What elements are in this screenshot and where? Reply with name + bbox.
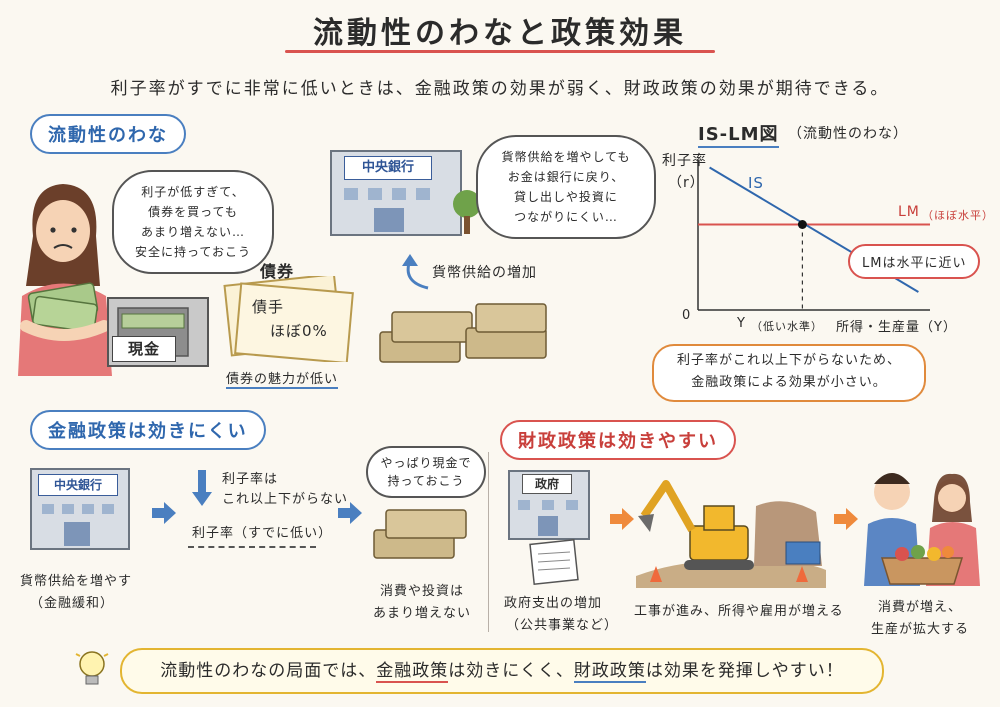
bond-caption: 債券の魅力が低い [226,368,339,389]
bond-card-text: 債手 [252,298,285,316]
thought-line: 債券を買っても [148,205,238,219]
trap-heading: 流動性のわな [30,114,186,154]
rate-floor-label: 利子率（すでに低い） [192,526,333,541]
rate-text: 利子率は [222,472,279,487]
x-equilibrium-note: （低い水準） [751,320,823,333]
summary-text: 流動性のわなの局面では、 [160,661,377,681]
page-subtitle: 利子率がすでに非常に低いときは、金融政策の効果が弱く、財政政策の効果が期待できる… [110,79,890,99]
thought-line: 利子が低すぎて、 [141,185,245,199]
thought-line: やっぱり現金で [380,456,472,470]
bank-windows-icon [344,188,430,232]
x-equilibrium-label: Y [737,316,746,331]
bond-certificate-icon [223,276,354,362]
fiscal-caption-note: （公共事業など） [506,618,619,633]
fiscal-heading: 財政政策は効きやすい [500,420,736,460]
construction-caption: 工事が進み、所得や雇用が増える [634,604,844,619]
monetary-result-2: あまり増えない [372,606,471,621]
chart-heading: IS-LM図 [698,120,779,148]
curved-arrow-icon [402,254,429,290]
equilibrium-point [797,220,807,229]
is-curve-label: IS [748,174,764,192]
shoppers-illustration [864,473,980,586]
central-bank-sign: 中央銀行 [38,474,118,496]
lightbulb-icon [75,651,109,685]
chart-note-line: 金融政策による効果が小さい。 [691,375,887,390]
thought-line: 持っておこう [387,474,465,488]
page-title: 流動性のわなと政策効果 [313,16,687,51]
bank-windows-icon [42,504,114,546]
bond-title: 債券 [260,262,295,281]
summary-monetary: 金融政策 [376,661,449,683]
bond-rate-text: ほぼ0% [270,322,328,340]
arrow-right-icon [338,502,362,524]
thought-line: 安全に持っておこう [134,245,252,259]
y-axis-label: 利子率 [662,153,707,169]
monetary-caption: 貨幣供給を増やす [20,574,133,589]
title-underline [285,50,715,53]
arrow-right-icon [610,508,634,530]
money-stack-icon [379,303,547,363]
summary-text: は効きにくく、 [448,661,574,681]
monetary-caption-note: （金融緩和） [30,596,115,611]
central-bank-sign: 中央銀行 [344,156,432,180]
fiscal-result-2: 生産が拡大する [870,622,969,637]
documents-icon [529,538,579,586]
thought-line: 貨幣供給を増やしても [501,150,631,164]
tree-icon [453,190,481,234]
cash-label: 現金 [112,336,176,362]
bottom-summary: 流動性のわなの局面では、金融政策は効きにくく、財政政策は効果を発揮しやすい！ [120,648,884,694]
thought-line: 貸し出しや投資に [514,190,618,204]
lm-curve-note: （ほぼ水平） [922,209,994,222]
section-divider [488,452,489,632]
lm-curve-label: LM [898,204,920,220]
x-axis-label: 所得・生産量（Y） [836,320,957,335]
thought-line: お金は銀行に戻り、 [507,170,625,184]
worried-woman-illustration [18,184,112,376]
y-axis-label-symbol: （r） [668,175,705,191]
rate-floor-line [188,546,316,548]
chart-note-box: 利子率がこれ以上下がらないため、 金融政策による効果が小さい。 [652,344,926,402]
arrow-right-icon [834,508,858,530]
fiscal-caption: 政府支出の増加 [504,596,603,611]
government-sign: 政府 [522,474,572,494]
money-supply-label: 貨幣供給の増加 [432,265,537,281]
summary-fiscal: 財政政策 [573,661,646,683]
chart-origin: 0 [682,308,692,323]
bank-thought-bubble: 貨幣供給を増やしても お金は銀行に戻り、 貸し出しや投資に つながりにくい… [476,135,656,239]
summary-text: は効果を発揮しやすい！ [645,661,844,681]
arrow-down-icon [192,470,212,506]
rate-text-2: これ以上下がらない [222,492,349,507]
monetary-result: 消費や投資は [379,584,464,599]
woman-thought-bubble: 利子が低すぎて、 債券を買っても あまり増えない… 安全に持っておこう [112,170,274,274]
excavator-construction-illustration [636,480,826,588]
government-windows-icon [518,500,578,536]
cash-thought-bubble: やっぱり現金で 持っておこう [366,446,486,498]
monetary-heading: 金融政策は効きにくい [30,410,266,450]
thought-line: つながりにくい… [514,210,618,224]
thought-line: あまり増えない… [140,225,245,239]
money-stack-icon [373,509,467,559]
chart-heading-note: （流動性のわな） [788,126,908,142]
chart-note-line: 利子率がこれ以上下がらないため、 [676,353,901,368]
lm-flat-bubble: LMは水平に近い [848,244,981,279]
arrow-right-icon [152,502,176,524]
fiscal-result: 消費が増え、 [877,600,962,615]
